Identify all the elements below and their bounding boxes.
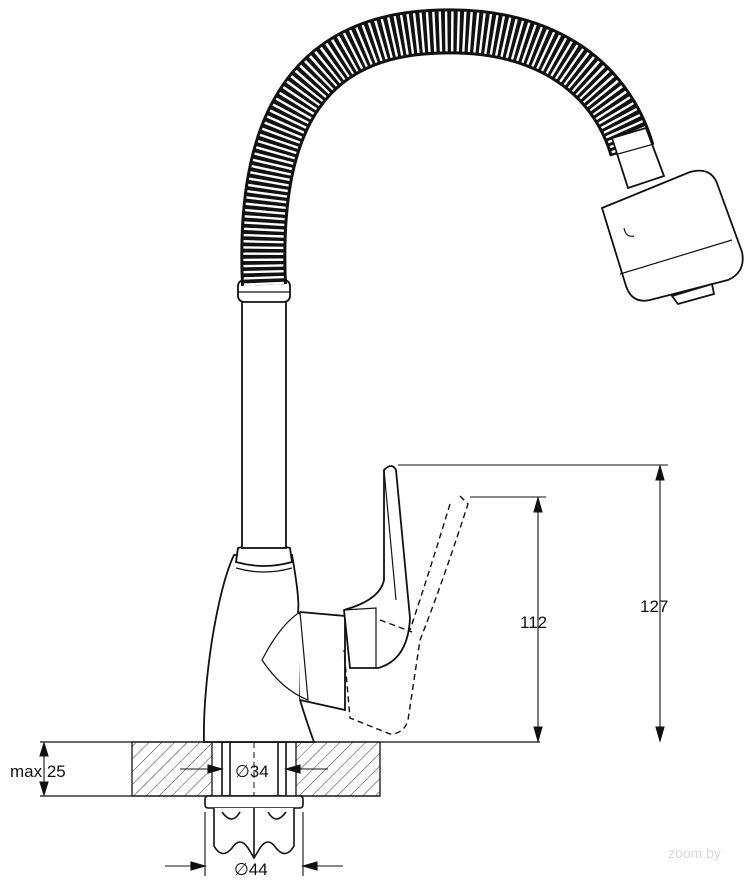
mounting-shank xyxy=(204,741,304,860)
dimension-112-label: 112 xyxy=(520,613,547,632)
dimension-max25 xyxy=(39,741,49,797)
flexible-hose xyxy=(240,8,655,287)
lever-handle-raised xyxy=(343,465,411,669)
dimension-dia44-label: ∅44 xyxy=(234,860,268,879)
dimension-dia34 xyxy=(180,764,328,774)
dimension-112 xyxy=(470,495,546,744)
dimension-127-label: 127 xyxy=(640,597,668,616)
spout-tube xyxy=(237,279,291,549)
dimension-dia34-label: ∅34 xyxy=(235,762,269,781)
faucet-body xyxy=(203,543,346,743)
dimension-max25-label: max 25 xyxy=(10,762,66,781)
lever-handle-lowered xyxy=(343,495,469,735)
watermark-text: zoom.by xyxy=(668,845,721,861)
spray-head xyxy=(600,126,744,306)
dimension-dia44 xyxy=(165,812,343,876)
dimension-127 xyxy=(398,463,668,744)
